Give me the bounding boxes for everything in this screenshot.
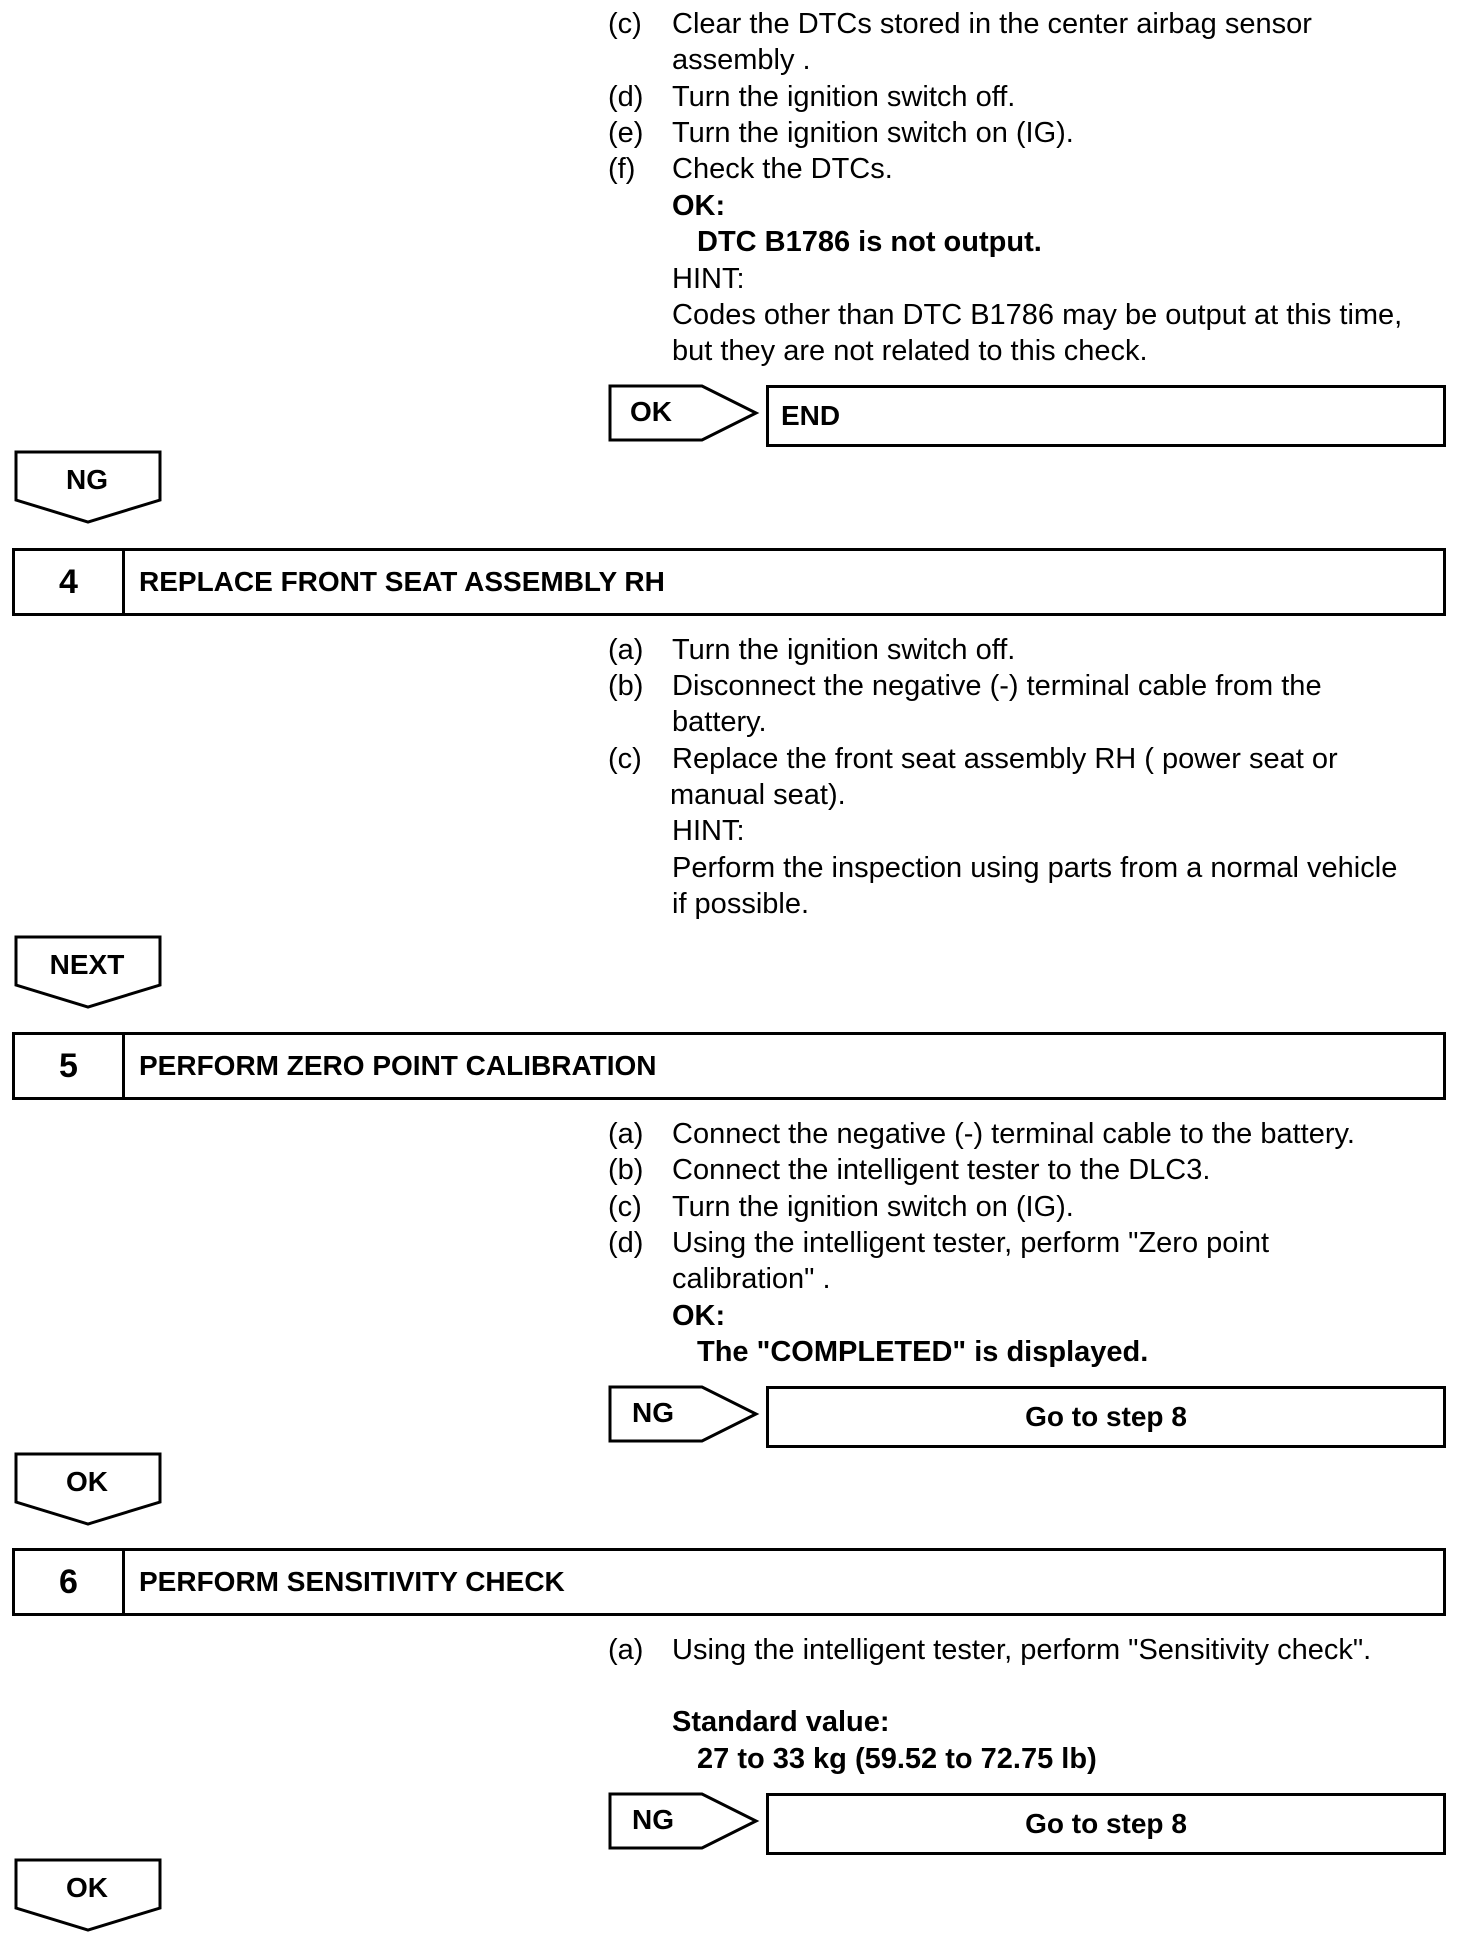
step3-ok-value: DTC B1786 is not output. xyxy=(697,226,1042,258)
step4-hint-line1: Perform the inspection using parts from … xyxy=(672,852,1398,884)
step5-ng-arrow xyxy=(608,1385,760,1443)
step4-item-a-line1: Turn the ignition switch off. xyxy=(672,634,1016,666)
step6-goto-box-text: Go to step 8 xyxy=(1025,1808,1187,1839)
step3-hint-line1: Codes other than DTC B1786 may be output… xyxy=(672,299,1403,331)
step5-goto-box: Go to step 8 xyxy=(766,1386,1446,1448)
step3-ok-arrow xyxy=(608,384,760,442)
step3-ng-down-label: NG xyxy=(66,464,108,495)
step4-item-b: (b) Disconnect the negative (-) terminal … xyxy=(608,668,1322,704)
step5-ok-down-label: OK xyxy=(66,1466,108,1497)
step3-item-c-marker: (c) xyxy=(608,8,642,40)
step5-header: 5 PERFORM ZERO POINT CALIBRATION xyxy=(12,1032,1446,1100)
step6-std-label: Standard value: xyxy=(672,1706,890,1738)
step6-goto-box: Go to step 8 xyxy=(766,1793,1446,1855)
step5-item-d-marker: (d) xyxy=(608,1227,644,1259)
step3-item-c: (c) Clear the DTCs stored in the center a… xyxy=(608,6,1312,42)
step4-item-a: (a) Turn the ignition switch off. xyxy=(608,632,1015,668)
step3-item-d: (d) Turn the ignition switch off. xyxy=(608,79,1015,115)
step6-number: 6 xyxy=(15,1551,125,1613)
step5-item-c-line1: Turn the ignition switch on (IG). xyxy=(672,1191,1074,1223)
step3-end-box: END xyxy=(766,385,1446,447)
step5-item-b-line1: Connect the intelligent tester to the DL… xyxy=(672,1154,1211,1186)
step4-item-a-marker: (a) xyxy=(608,634,644,666)
step4-item-b-marker: (b) xyxy=(608,670,644,702)
step5-item-d-line1: Using the intelligent tester, perform "Z… xyxy=(672,1227,1270,1259)
step5-item-c: (c) Turn the ignition switch on (IG). xyxy=(608,1189,1074,1225)
step5-item-a: (a) Connect the negative (-) terminal cab… xyxy=(608,1116,1355,1152)
step4-next-down-label: NEXT xyxy=(49,949,125,980)
step5-ok-value: The "COMPLETED" is displayed. xyxy=(697,1336,1149,1368)
step4-hint-line2: if possible. xyxy=(672,888,810,920)
step4-number: 4 xyxy=(15,551,125,613)
step3-ok-arrow-label: OK xyxy=(630,396,672,427)
step3-item-c-line1: Clear the DTCs stored in the center airb… xyxy=(672,8,1312,40)
step4-header: 4 REPLACE FRONT SEAT ASSEMBLY RH xyxy=(12,548,1446,616)
step5-number: 5 xyxy=(15,1035,125,1097)
step5-item-a-line1: Connect the negative (-) terminal cable … xyxy=(672,1118,1355,1150)
step3-item-d-marker: (d) xyxy=(608,81,644,113)
step5-item-c-marker: (c) xyxy=(608,1191,642,1223)
step6-std-value: 27 to 33 kg (59.52 to 72.75 lb) xyxy=(697,1743,1097,1775)
step6-ng-arrow-label: NG xyxy=(632,1804,674,1835)
step4-hint-label: HINT: xyxy=(672,815,745,847)
step3-end-box-text: END xyxy=(781,400,841,431)
step4-item-c-line1: Replace the front seat assembly RH ( pow… xyxy=(672,743,1338,775)
step5-title: PERFORM ZERO POINT CALIBRATION xyxy=(139,1050,657,1081)
step3-item-c-line2: assembly . xyxy=(672,44,811,76)
step3-item-f-marker: (f) xyxy=(608,153,636,185)
step5-item-b-marker: (b) xyxy=(608,1154,644,1186)
step6-item-a-marker: (a) xyxy=(608,1634,644,1666)
step6-title: PERFORM SENSITIVITY CHECK xyxy=(139,1566,565,1597)
step5-ok-down-arrow xyxy=(14,1452,162,1526)
step4-title: REPLACE FRONT SEAT ASSEMBLY RH xyxy=(139,566,665,597)
step4-item-b-line2: battery. xyxy=(672,706,767,738)
step6-item-a-line1: Using the intelligent tester, perform "S… xyxy=(672,1634,1372,1666)
step3-hint-line2: but they are not related to this check. xyxy=(672,335,1148,367)
step5-ng-arrow-label: NG xyxy=(632,1397,674,1428)
step3-item-f: (f) Check the DTCs. xyxy=(608,151,893,187)
step4-item-c-line2: manual seat). xyxy=(670,779,846,811)
step6-ok-down-label: OK xyxy=(66,1872,108,1903)
step4-next-down-arrow xyxy=(14,935,162,1009)
step5-ok-label: OK: xyxy=(672,1300,726,1332)
step6-item-a: (a) Using the intelligent tester, perform… xyxy=(608,1632,1371,1668)
step3-item-e-line1: Turn the ignition switch on (IG). xyxy=(672,117,1074,149)
step3-ok-label: OK: xyxy=(672,190,726,222)
step6-ok-down-arrow xyxy=(14,1858,162,1932)
step5-item-d-line2: calibration" . xyxy=(672,1263,831,1295)
step4-item-c: (c) Replace the front seat assembly RH ( … xyxy=(608,741,1338,777)
step4-item-b-line1: Disconnect the negative (-) terminal cab… xyxy=(672,670,1322,702)
step6-ng-arrow xyxy=(608,1792,760,1850)
step3-hint-label: HINT: xyxy=(672,263,745,295)
step3-item-e: (e) Turn the ignition switch on (IG). xyxy=(608,115,1074,151)
step6-header: 6 PERFORM SENSITIVITY CHECK xyxy=(12,1548,1446,1616)
step3-item-f-line1: Check the DTCs. xyxy=(672,153,893,185)
step5-item-b: (b) Connect the intelligent tester to the… xyxy=(608,1152,1210,1188)
step5-item-a-marker: (a) xyxy=(608,1118,644,1150)
step3-item-d-line1: Turn the ignition switch off. xyxy=(672,81,1016,113)
step5-item-d: (d) Using the intelligent tester, perform… xyxy=(608,1225,1269,1261)
step3-ng-down-arrow xyxy=(14,450,162,524)
step4-item-c-marker: (c) xyxy=(608,743,642,775)
step3-item-e-marker: (e) xyxy=(608,117,644,149)
step5-goto-box-text: Go to step 8 xyxy=(1025,1401,1187,1432)
